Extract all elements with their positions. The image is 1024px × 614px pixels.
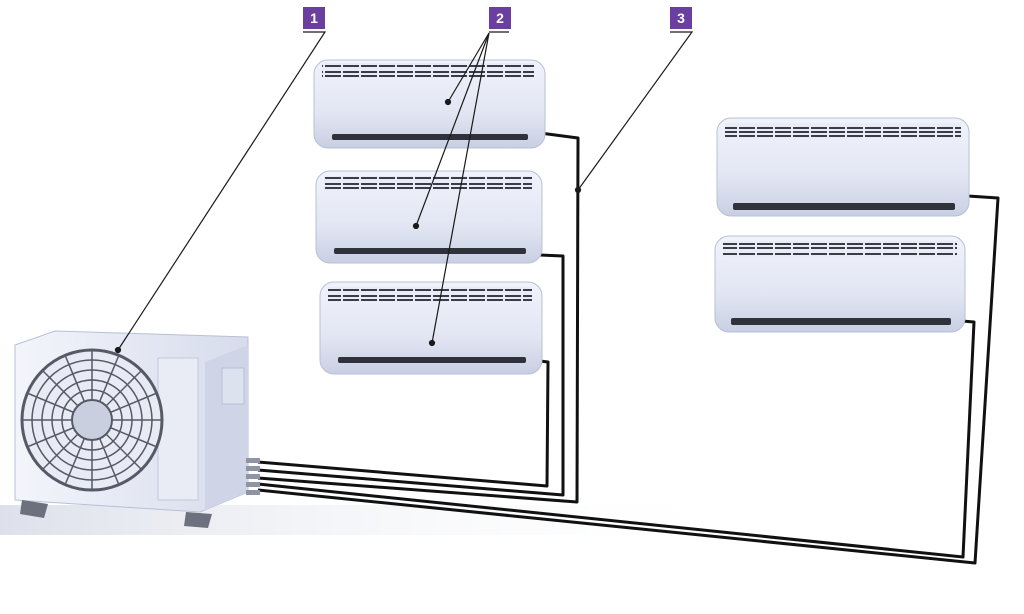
indoor-unit-d	[716, 117, 970, 217]
outdoor-unit	[14, 330, 260, 528]
leader-line-1	[117, 31, 327, 351]
indoor-unit-e	[714, 235, 966, 333]
leader-lines	[114, 31, 694, 354]
indoor-unit-c	[319, 281, 543, 375]
indoor-unit-b	[315, 170, 543, 264]
pipe-to-unit-b	[257, 253, 565, 497]
refrigerant-pipes	[257, 131, 1000, 565]
leader-line-3	[577, 31, 694, 191]
pipe-to-unit-d	[257, 194, 1000, 565]
callout-label-1: 1	[303, 7, 325, 29]
indoor-unit-a	[313, 59, 546, 149]
floor-shadow	[0, 505, 760, 535]
outdoor-unit-feet	[20, 500, 212, 528]
pipe-to-unit-c	[257, 359, 550, 488]
callout-label-3: 3	[670, 7, 692, 29]
fan-guard	[20, 348, 164, 492]
callout-label-2: 2	[489, 7, 511, 29]
pipe-to-unit-a	[257, 131, 580, 504]
pipe-ports	[246, 458, 260, 495]
pipe-to-unit-e	[257, 319, 976, 559]
